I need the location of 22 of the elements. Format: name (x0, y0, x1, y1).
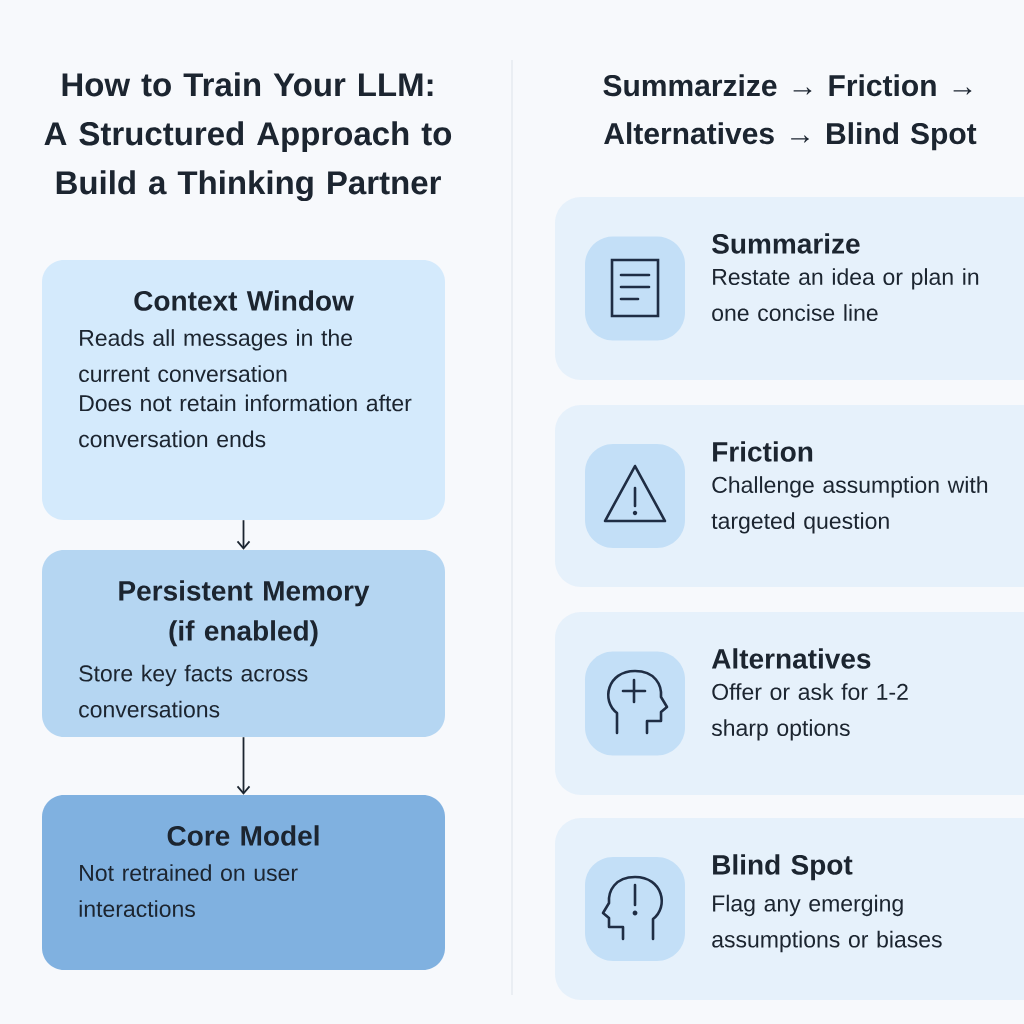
heading: Summarzize → Friction → Alternatives → Blind Spot (603, 74, 977, 151)
box-text: Does not retain information after conversation ends (79, 394, 412, 448)
card-text: Restate an idea or plan in one concise line (712, 268, 979, 322)
title: How to Train Your LLM: A Structured Approach to Build a Thinking Partner (44, 72, 452, 202)
card-text: Offer or ask for 1-2 sharp options (711, 683, 908, 741)
box-heading: Context Window (134, 290, 354, 311)
box-text: Not retrained on user interactions (79, 864, 298, 918)
card-heading: Summarize (712, 233, 860, 254)
arrow (236, 736, 251, 795)
process-box (42, 260, 445, 520)
card-heading: Alternatives (711, 648, 871, 669)
process-box (42, 550, 445, 737)
process-box (42, 795, 445, 970)
box-text: Store key facts across conversations (79, 664, 308, 718)
box-text: Reads all messages in the current conversation (79, 329, 352, 383)
box-heading: Core Model (167, 825, 319, 846)
card-text: Flag any emerging assumptions or biases (712, 894, 942, 953)
arrow (236, 519, 251, 550)
card-text: Challenge assumption with targeted question (711, 476, 988, 534)
card-heading: Blind Spot (713, 854, 853, 881)
box-heading: Persistent Memory (if enabled) (119, 580, 370, 647)
card-heading: Friction (713, 441, 813, 462)
